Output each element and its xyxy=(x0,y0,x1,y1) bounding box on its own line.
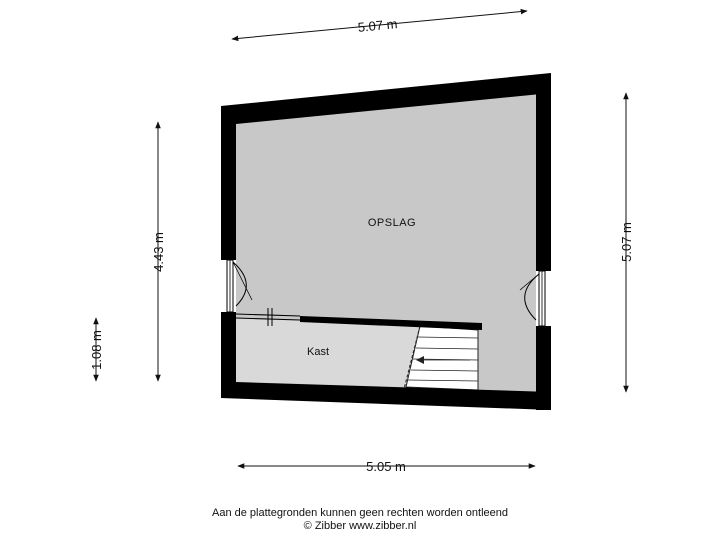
floor-kast xyxy=(236,318,420,387)
dimension-left-tall-label: 4.43 m xyxy=(151,232,166,272)
dimension-top-label: 5.07 m xyxy=(357,16,398,35)
wall-left-lower xyxy=(221,312,236,398)
right-window xyxy=(519,270,546,327)
dimension-right: 5.07 m xyxy=(619,92,634,393)
dimension-bottom: 5.05 m xyxy=(237,459,536,474)
footer-copyright: © Zibber www.zibber.nl xyxy=(303,520,417,532)
footer-disclaimer: Aan de plattegronden kunnen geen rechten… xyxy=(211,507,508,519)
room-label-kast: Kast xyxy=(307,346,329,358)
wall-right-lower xyxy=(536,326,551,410)
wall-left-upper xyxy=(221,106,236,260)
dimension-left-short: 1.08 m xyxy=(89,317,104,382)
kast-sliding-door xyxy=(235,308,301,326)
walls xyxy=(221,73,551,410)
room-label-opslag: OPSLAG xyxy=(368,217,416,229)
dimension-left-short-label: 1.08 m xyxy=(89,330,104,370)
dimension-top: 5.07 m xyxy=(231,8,528,42)
left-window xyxy=(226,259,253,313)
dimension-left-tall: 4.43 m xyxy=(151,121,166,382)
wall-top xyxy=(221,73,551,124)
dimension-bottom-label: 5.05 m xyxy=(366,459,406,474)
wall-right-upper xyxy=(536,75,551,271)
wall-kast-divider xyxy=(300,316,482,330)
wall-bottom xyxy=(221,380,551,410)
dimension-right-label: 5.07 m xyxy=(619,222,634,262)
